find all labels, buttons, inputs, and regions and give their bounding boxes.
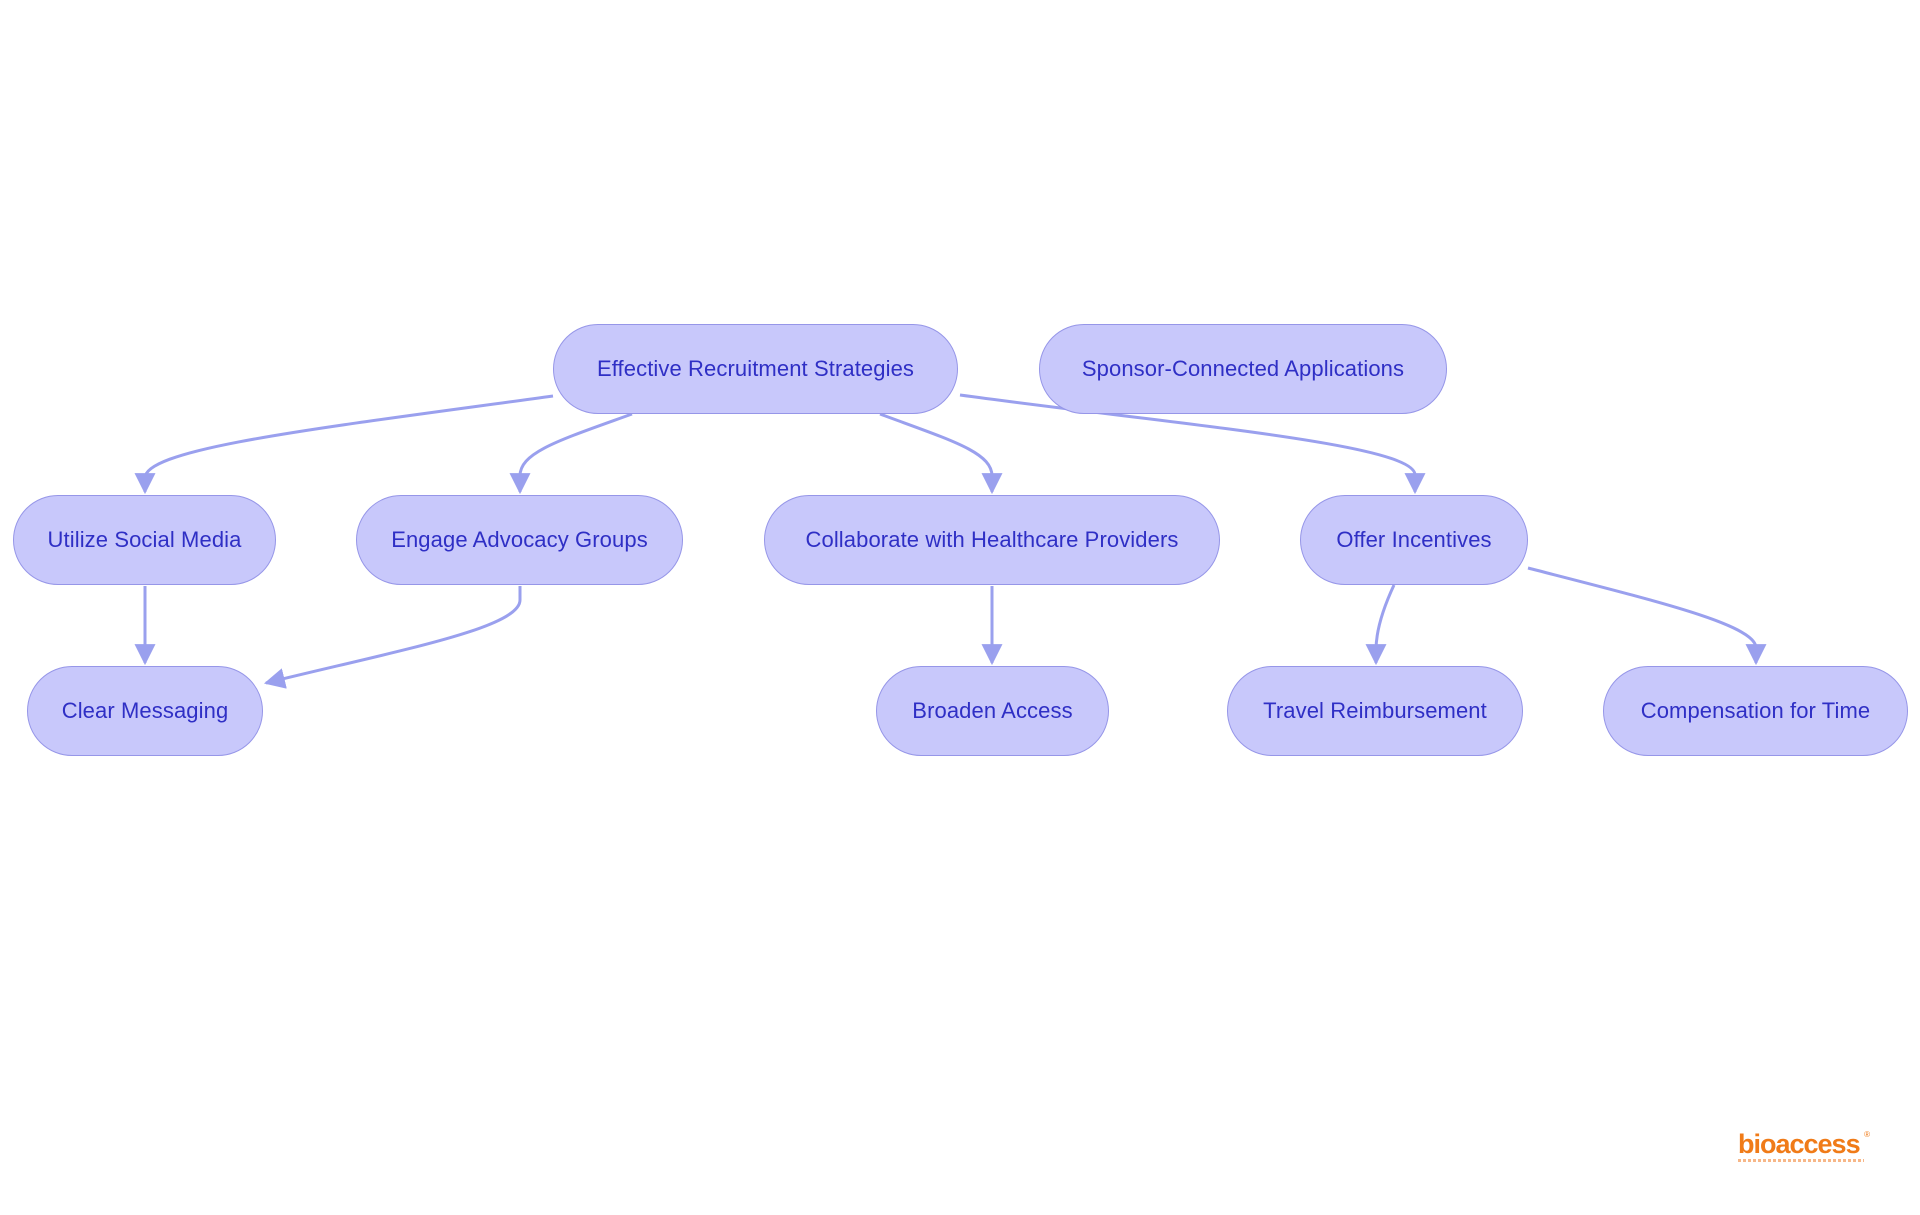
edge-incentives-to-travel (1365, 584, 1396, 666)
edge-incentives-to-compensation (1527, 566, 1767, 666)
node-travel-reimbursement: Travel Reimbursement (1227, 666, 1523, 756)
node-utilize-social-media: Utilize Social Media (13, 495, 276, 585)
edge-root-to-collab (879, 412, 1003, 495)
edge-root-to-advocacy (509, 412, 633, 495)
registered-mark-icon: ® (1864, 1130, 1870, 1139)
node-engage-advocacy-groups: Engage Advocacy Groups (356, 495, 683, 585)
node-label: Offer Incentives (1336, 527, 1492, 552)
node-label: Clear Messaging (61, 698, 229, 723)
node-sponsor-connected-applications: Sponsor-Connected Applications (1039, 324, 1447, 414)
logo-wordmark: bioaccess (1738, 1129, 1861, 1159)
node-label: Compensation for Time (1640, 698, 1871, 723)
node-compensation-for-time: Compensation for Time (1603, 666, 1908, 756)
node-label: Sponsor-Connected Applications (1081, 356, 1405, 381)
edge-root-to-social (134, 394, 554, 495)
node-label: Effective Recruitment Strategies (596, 356, 915, 381)
logo-tagline-mark (1738, 1159, 1864, 1162)
node-label: Collaborate with Healthcare Providers (805, 527, 1179, 552)
node-label: Broaden Access (912, 698, 1073, 723)
node-label: Travel Reimbursement (1263, 698, 1487, 723)
node-broaden-access: Broaden Access (876, 666, 1109, 756)
edge-root-to-incentives (959, 393, 1426, 495)
node-label: Utilize Social Media (47, 527, 242, 552)
node-collaborate-with-healthcare-providers: Collaborate with Healthcare Providers (764, 495, 1220, 585)
node-offer-incentives: Offer Incentives (1300, 495, 1528, 585)
edge-advocacy-to-messaging (263, 586, 522, 689)
node-label: Engage Advocacy Groups (391, 527, 648, 552)
node-clear-messaging: Clear Messaging (27, 666, 263, 756)
bioaccess-logo: bioaccess ® (1738, 1130, 1870, 1166)
node-effective-recruitment-strategies: Effective Recruitment Strategies (553, 324, 958, 414)
